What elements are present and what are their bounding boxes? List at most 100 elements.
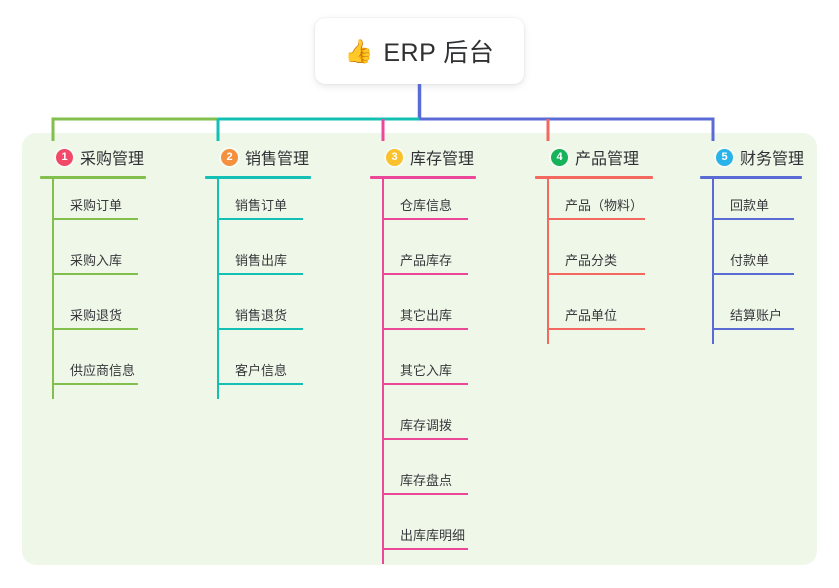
branch-item[interactable]: 库存调拨: [370, 399, 520, 454]
branch-item-rule: [217, 383, 303, 385]
branch-item-rule: [52, 273, 138, 275]
branch-item-label: 销售订单: [235, 198, 288, 213]
branch-header-rule: [535, 176, 653, 179]
branch-item-label: 结算账户: [730, 308, 783, 323]
branch-number-badge: 3: [386, 148, 403, 166]
branch-item-rule: [382, 273, 468, 275]
branch-item-label: 仓库信息: [400, 198, 453, 213]
branch-item-rule: [217, 328, 303, 330]
branch-spine: [217, 179, 219, 399]
branch-item[interactable]: 产品（物料）: [535, 179, 695, 234]
branch-title: 产品管理: [575, 151, 640, 168]
branch-item-label: 产品（物料）: [565, 198, 644, 213]
branch-number-badge: 4: [551, 148, 568, 166]
branch-item[interactable]: 产品分类: [535, 234, 695, 289]
branch-item[interactable]: 产品单位: [535, 289, 695, 344]
branch-item-label: 库存调拨: [400, 418, 453, 433]
branch-item[interactable]: 采购订单: [40, 179, 190, 234]
branch-item[interactable]: 销售订单: [205, 179, 355, 234]
branch-item-rule: [382, 328, 468, 330]
branch-item-rule: [547, 273, 645, 275]
branch-item-rule: [382, 493, 468, 495]
branch-header-1[interactable]: 1 采购管理: [40, 146, 190, 168]
branch-item-rule: [712, 273, 794, 275]
branch-header-rule: [205, 176, 311, 179]
branch-item-rule: [382, 548, 468, 550]
branch-column-1: 1 采购管理采购订单采购入库采购退货供应商信息: [40, 146, 190, 399]
branch-item-list: 采购订单采购入库采购退货供应商信息: [40, 179, 190, 399]
branch-header-rule: [40, 176, 146, 179]
branch-column-3: 3 库存管理仓库信息产品库存其它出库其它入库库存调拨库存盘点出库库明细: [370, 146, 520, 564]
branch-item-rule: [52, 328, 138, 330]
branch-title: 库存管理: [410, 151, 475, 168]
branch-item-label: 销售退货: [235, 308, 288, 323]
branch-item-label: 产品单位: [565, 308, 618, 323]
branch-item-list: 产品（物料） 产品分类产品单位: [535, 179, 695, 344]
branch-title: 采购管理: [80, 151, 145, 168]
branch-item[interactable]: 客户信息: [205, 344, 355, 399]
branch-item-rule: [217, 273, 303, 275]
branch-header-3[interactable]: 3 库存管理: [370, 146, 520, 168]
root-node-label: ERP 后台: [383, 39, 495, 67]
branch-item[interactable]: 仓库信息: [370, 179, 520, 234]
branch-item-label: 供应商信息: [70, 363, 136, 378]
branch-item-rule: [217, 218, 303, 220]
branch-item[interactable]: 销售出库: [205, 234, 355, 289]
branch-item-label: 库存盘点: [400, 473, 453, 488]
branch-item[interactable]: 回款单: [700, 179, 839, 234]
branch-column-5: 5 财务管理回款单付款单结算账户: [700, 146, 839, 344]
branch-item[interactable]: 其它出库: [370, 289, 520, 344]
thumbs-up-icon: 👍: [344, 37, 374, 64]
branch-item[interactable]: 供应商信息: [40, 344, 190, 399]
branch-item[interactable]: 其它入库: [370, 344, 520, 399]
branch-spine: [712, 179, 714, 344]
branch-item[interactable]: 结算账户: [700, 289, 839, 344]
branch-item-label: 产品分类: [565, 253, 618, 268]
branch-item-label: 其它入库: [400, 363, 453, 378]
branch-item-label: 回款单: [730, 198, 770, 213]
branch-item[interactable]: 销售退货: [205, 289, 355, 344]
branch-item-label: 其它出库: [400, 308, 453, 323]
branch-item[interactable]: 产品库存: [370, 234, 520, 289]
branch-item-label: 采购入库: [70, 253, 123, 268]
branch-header-4[interactable]: 4 产品管理: [535, 146, 695, 168]
branch-item[interactable]: 采购入库: [40, 234, 190, 289]
branch-item-rule: [382, 438, 468, 440]
branch-title: 财务管理: [740, 151, 805, 168]
branch-item-list: 回款单付款单结算账户: [700, 179, 839, 344]
branch-header-rule: [370, 176, 476, 179]
branch-item-list: 销售订单销售出库销售退货客户信息: [205, 179, 355, 399]
branch-item-label: 采购退货: [70, 308, 123, 323]
branch-header-2[interactable]: 2 销售管理: [205, 146, 355, 168]
branch-item-rule: [382, 383, 468, 385]
branch-title: 销售管理: [245, 151, 310, 168]
branch-spine: [52, 179, 54, 399]
branch-item[interactable]: 付款单: [700, 234, 839, 289]
branch-item[interactable]: 采购退货: [40, 289, 190, 344]
branch-header-rule: [700, 176, 802, 179]
branch-item-label: 付款单: [730, 253, 770, 268]
root-node[interactable]: 👍 ERP 后台: [315, 18, 524, 84]
branch-item-list: 仓库信息产品库存其它出库其它入库库存调拨库存盘点出库库明细: [370, 179, 520, 564]
branch-column-4: 4 产品管理产品（物料） 产品分类产品单位: [535, 146, 695, 344]
branch-item-rule: [382, 218, 468, 220]
branch-spine: [547, 179, 549, 344]
branch-item-rule: [52, 383, 138, 385]
branch-number-badge: 1: [56, 148, 73, 166]
branch-spine: [382, 179, 384, 564]
branch-item-rule: [547, 328, 645, 330]
branch-item-label: 客户信息: [235, 363, 288, 378]
branch-item-rule: [52, 218, 138, 220]
branch-item-rule: [712, 218, 794, 220]
branch-number-badge: 5: [716, 148, 733, 166]
branch-item[interactable]: 库存盘点: [370, 454, 520, 509]
branch-item-label: 销售出库: [235, 253, 288, 268]
branch-item-label: 出库库明细: [400, 528, 466, 543]
branch-item-rule: [547, 218, 645, 220]
branch-header-5[interactable]: 5 财务管理: [700, 146, 839, 168]
branch-item-label: 产品库存: [400, 253, 453, 268]
branch-number-badge: 2: [221, 148, 238, 166]
branch-item-label: 采购订单: [70, 198, 123, 213]
branch-item[interactable]: 出库库明细: [370, 509, 520, 564]
